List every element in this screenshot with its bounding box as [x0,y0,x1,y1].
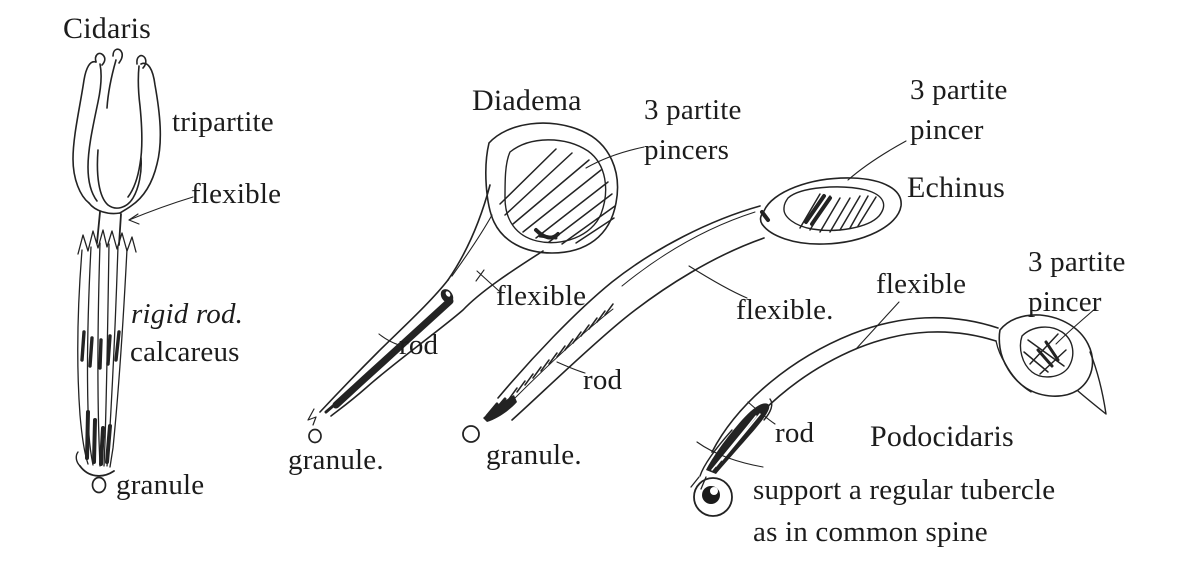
cidaris-sketch [72,48,194,494]
podocidaris-sketch [690,301,1107,490]
label-rod-echinus: rod [583,364,623,396]
podocidaris-title: Podocidaris [870,420,1014,453]
label-flexible-diadema: flexible [496,280,587,312]
label-granule-cidaris: granule [116,469,205,501]
cidaris-title: Cidaris [63,12,152,45]
label-calcareus: calcareus [130,336,240,368]
label-rigid-rod: rigid rod. [131,298,244,330]
label-pincers-diadema: 3 partite pincers [644,94,742,167]
label-pincer-podocidaris: 3 partite pincer [1028,246,1126,319]
diadema-sketch [307,122,645,444]
label-flexible-echinus: flexible. [736,294,834,326]
note-tubercle-line1: support a regular tubercle [753,474,1056,506]
label-granule-echinus: granule. [486,439,582,471]
echinus-title: Echinus [907,171,1006,204]
echinus-sketch [462,140,907,443]
diadema-title: Diadema [472,84,582,117]
label-flexible-cidaris: flexible [191,178,282,210]
note-tubercle-line2: as in common spine [753,516,988,548]
label-rod-diadema: rod [399,329,439,361]
label-pincer-echinus: 3 partite pincer [910,74,1008,147]
label-granule-diadema: granule. [288,444,384,476]
label-flexible-podocidaris: flexible [876,268,967,300]
label-tripartite: tripartite [172,106,274,138]
tubercle-symbol [693,477,733,517]
label-rod-podocidaris: rod [775,417,815,449]
